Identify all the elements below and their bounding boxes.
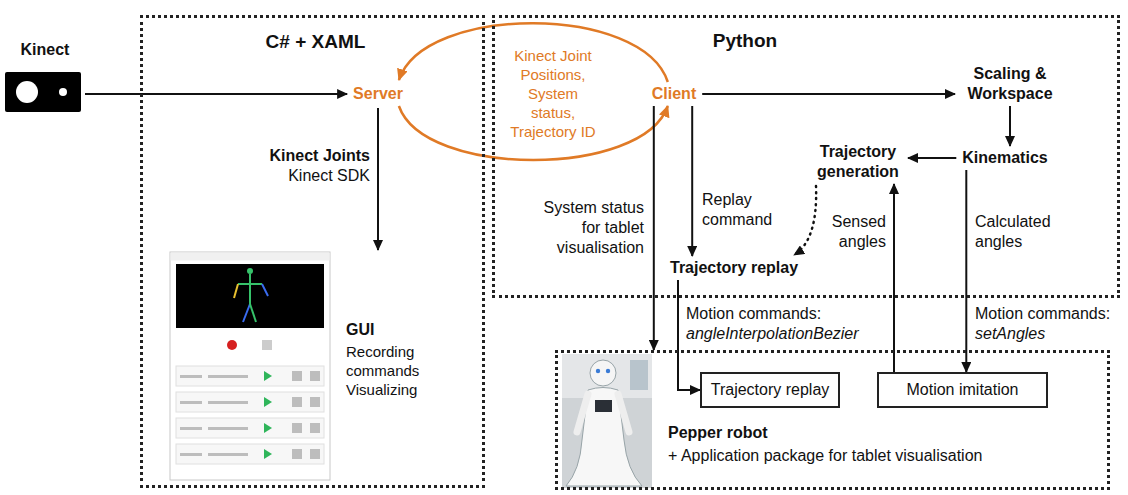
connector	[965, 170, 967, 372]
region-heading: C# + XAML	[203, 30, 428, 54]
server-node: Server	[349, 82, 407, 106]
kinect-device	[5, 72, 81, 112]
connector	[377, 108, 379, 250]
edge-label: Motion commands:	[686, 304, 821, 324]
edge-label: Replay command	[702, 190, 782, 230]
connector	[702, 93, 955, 95]
edge-label: Kinect Joint Positions, System status, T…	[505, 46, 601, 141]
edge-note: Motion commands:	[975, 304, 1110, 324]
process-name: Kinematics	[962, 148, 1047, 168]
dotted-connector	[794, 186, 816, 255]
edge-label: System status for tablet visualisation	[534, 198, 644, 258]
process-box: Motion imitation	[877, 372, 1048, 408]
connector	[653, 106, 655, 350]
region-description: + Application package for tablet visuali…	[668, 446, 1098, 466]
gui-heading: GUI	[346, 320, 456, 340]
robot-region: Pepper robot + Application package for ta…	[555, 350, 1110, 490]
region-heading: Python	[695, 29, 795, 53]
process-label: Kinematics	[958, 146, 1051, 170]
connector	[893, 184, 895, 372]
program-region: C# + XAML ServerGUIRecording commands Vis…	[140, 15, 485, 488]
process-label: Trajectory generation	[808, 140, 908, 184]
process-name: Trajectory replay	[670, 258, 798, 278]
sdk-note: Kinect SDK	[230, 166, 370, 186]
process-box: Trajectory replay	[700, 372, 840, 408]
device-node: Kinect	[5, 38, 85, 116]
server-label: Server	[353, 84, 403, 104]
process-label: Trajectory replay	[668, 256, 800, 280]
connector	[1009, 106, 1011, 146]
process-label: Scaling & Workspace	[955, 62, 1065, 106]
gui-panel: GUIRecording commands Visualizing	[168, 250, 468, 484]
command-name: setAngles	[975, 324, 1045, 344]
device-name: Kinect	[5, 40, 85, 60]
connector	[691, 106, 693, 256]
region-heading: Pepper robot	[668, 423, 1088, 443]
gui-screenshot	[170, 252, 330, 480]
client-node: Client	[648, 82, 700, 106]
gui-description: Recording commands Visualizing	[346, 342, 456, 399]
process-name: Trajectory generation	[808, 142, 908, 182]
edge-label: Sensed angles	[826, 212, 886, 252]
command-name: angleInterpolationBezier	[686, 324, 859, 344]
connector	[85, 93, 347, 95]
client-label: Client	[652, 84, 696, 104]
process-name: Motion imitation	[906, 380, 1018, 400]
connector	[908, 157, 956, 159]
edge-label: Kinect Joints	[230, 146, 370, 166]
process-name: Trajectory replay	[711, 380, 830, 400]
robot-photo	[562, 354, 652, 488]
edge-label: Calculated angles	[975, 212, 1065, 252]
process-name: Scaling & Workspace	[955, 64, 1065, 104]
